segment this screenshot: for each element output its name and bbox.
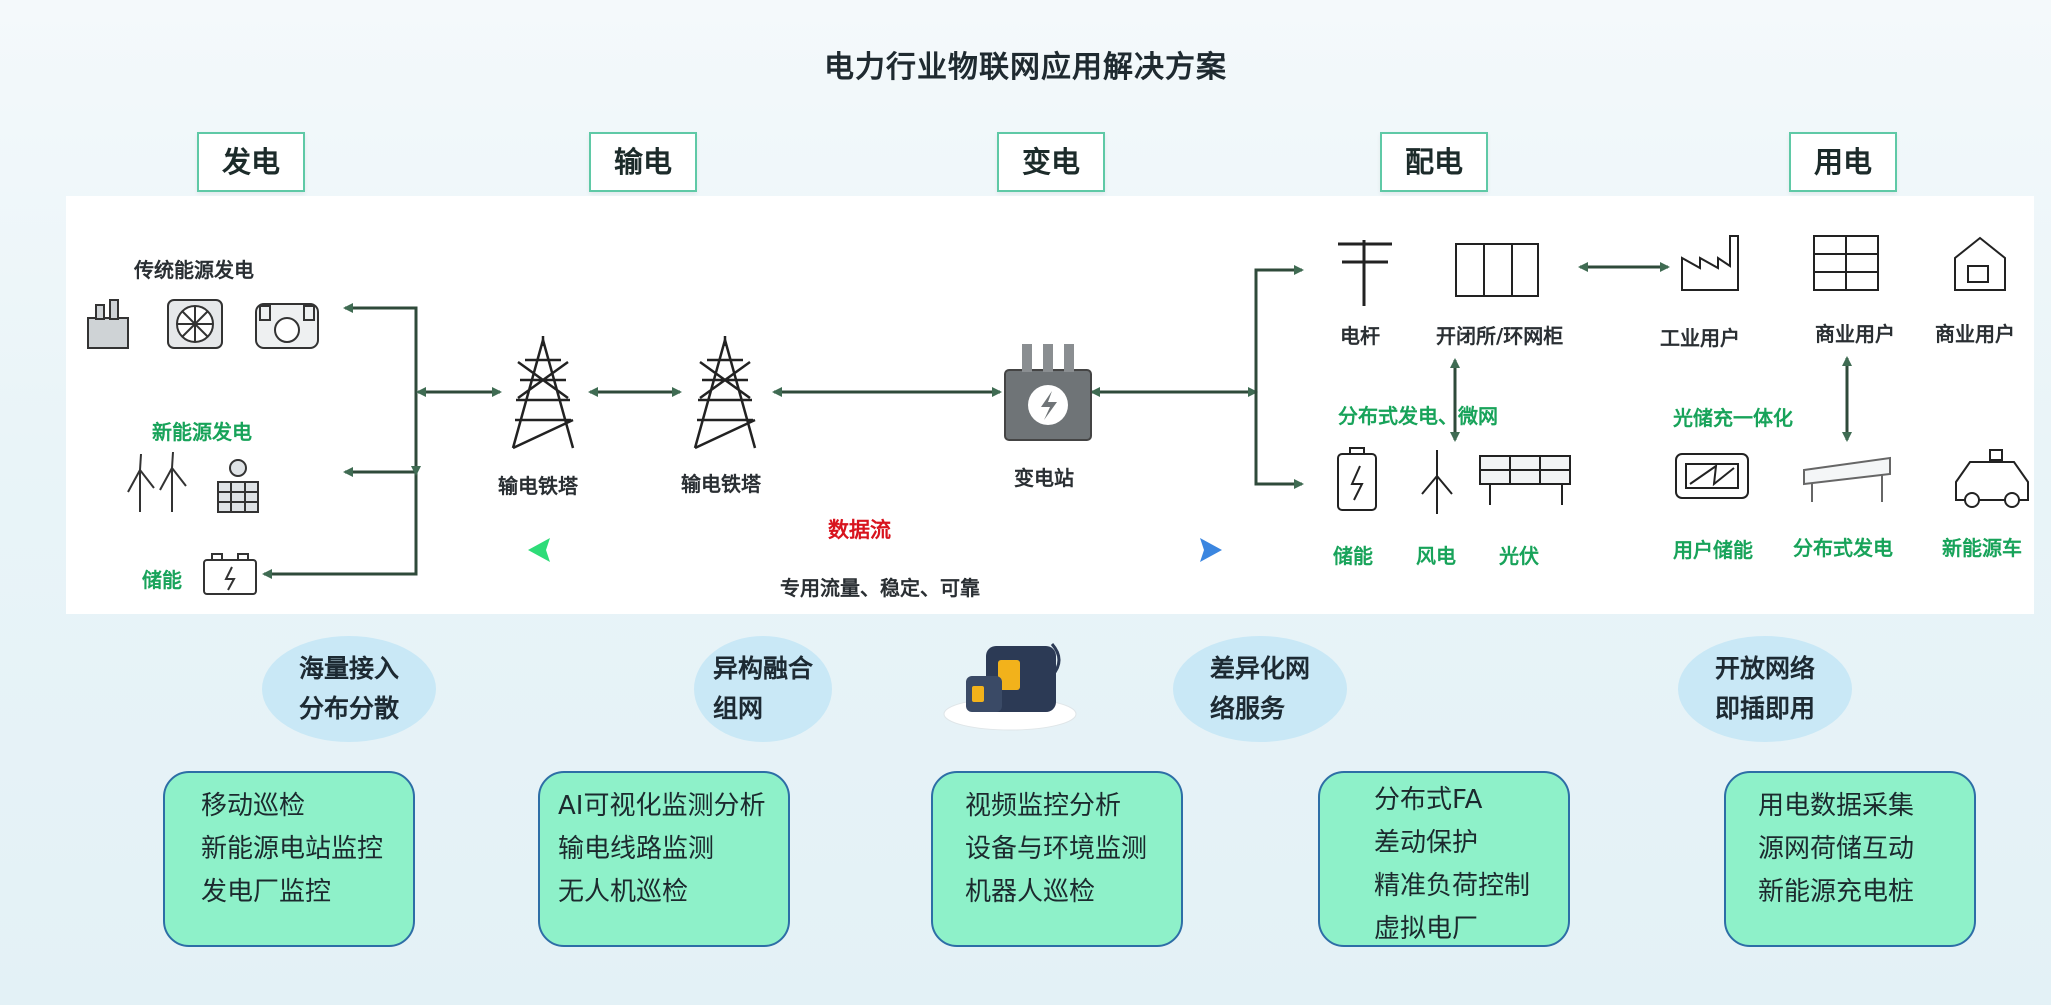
label-generation-storage: 储能: [142, 568, 182, 592]
label-pole: 电杆: [1340, 324, 1380, 348]
list-item: 设备与环境监测: [965, 834, 1148, 864]
sim-card-icon: [943, 643, 1077, 731]
feature-massive-access: 海量接入 分布分散: [262, 636, 436, 742]
data-flow-subtitle: 专用流量、稳定、可靠: [780, 576, 980, 600]
label-user-storage: 用户储能: [1673, 538, 1753, 562]
label-substation: 变电站: [1014, 466, 1074, 490]
stage-consumption: 用电: [1789, 132, 1897, 192]
transmission-tower-icon-2: [693, 336, 757, 450]
list-item: 机器人巡检: [965, 877, 1096, 907]
list-item: 视频监控分析: [965, 791, 1122, 821]
list-item: 差动保护: [1374, 828, 1479, 858]
hydro-plant-icon: [255, 303, 319, 349]
list-item: 虚拟电厂: [1374, 914, 1479, 944]
stage-generation: 发电: [197, 132, 305, 192]
wind-power-icon: [1421, 450, 1453, 514]
label-tower-1: 输电铁塔: [498, 474, 578, 498]
stage-transmission: 输电: [589, 132, 697, 192]
list-item: 发电厂监控: [201, 877, 332, 907]
substation-icon: [1004, 344, 1092, 441]
data-flow-arrow: [528, 538, 1222, 562]
list-item: 用电数据采集: [1758, 791, 1915, 821]
box-transmission-apps: AI可视化监测分析 输电线路监测 无人机巡检: [538, 771, 790, 947]
label-switchgear: 开闭所/环网柜: [1436, 324, 1564, 348]
label-pv: 光伏: [1499, 544, 1539, 568]
ev-car-icon: [1955, 449, 2029, 508]
factory-icon: [1681, 235, 1739, 291]
box-generation-apps: 移动巡检 新能源电站监控 发电厂监控: [163, 771, 415, 947]
feature-heterogeneous-networking: 异构融合 组网: [694, 636, 832, 742]
storage-cabinet-icon: [1337, 447, 1377, 511]
page-title: 电力行业物联网应用解决方案: [824, 50, 1227, 85]
list-item: 移动巡检: [201, 791, 306, 821]
battery-icon: [203, 553, 257, 595]
label-dist-storage: 储能: [1333, 544, 1373, 568]
list-item: 精准负荷控制: [1374, 871, 1531, 901]
label-commercial-user-2: 商业用户: [1935, 322, 2015, 346]
label-tower-2: 输电铁塔: [681, 472, 761, 496]
wind-turbine-icon: [127, 451, 187, 512]
fan-plant-icon: [167, 299, 223, 349]
list-item: 新能源充电桩: [1758, 877, 1915, 907]
label-distributed-generation: 分布式发电: [1793, 536, 1893, 560]
label-industrial-user: 工业用户: [1660, 326, 1740, 350]
feature-open-network: 开放网络 即插即用: [1678, 636, 1852, 742]
list-item: 分布式FA: [1374, 785, 1483, 815]
list-item: 输电线路监测: [558, 834, 715, 864]
list-item: 源网荷储互动: [1758, 834, 1915, 864]
distributed-pv-icon: [1803, 456, 1891, 502]
label-integrated: 光储充一体化: [1673, 406, 1793, 430]
commercial-building-icon-1: [1813, 235, 1879, 291]
stage-substation: 变电: [997, 132, 1105, 192]
list-item: 新能源电站监控: [201, 834, 384, 864]
data-flow-title: 数据流: [828, 518, 891, 542]
thermal-plant-icon: [87, 299, 129, 349]
label-traditional-energy: 传统能源发电: [134, 258, 254, 282]
user-storage-icon: [1675, 453, 1749, 499]
label-new-energy: 新能源发电: [152, 420, 252, 444]
commercial-building-icon-2: [1954, 236, 2006, 291]
transmission-tower-icon-1: [511, 336, 575, 450]
label-ev: 新能源车: [1942, 536, 2022, 560]
label-commercial-user-1: 商业用户: [1815, 322, 1895, 346]
list-item: 无人机巡检: [558, 877, 689, 907]
label-distributed-microgrid: 分布式发电、微网: [1338, 404, 1498, 428]
list-item: AI可视化监测分析: [558, 791, 766, 821]
box-consumption-apps: 用电数据采集 源网荷储互动 新能源充电桩: [1724, 771, 1976, 947]
box-distribution-apps: 分布式FA 差动保护 精准负荷控制 虚拟电厂: [1318, 771, 1570, 947]
generation-connectors: [262, 262, 1852, 579]
pv-array-icon: [1479, 455, 1571, 505]
label-wind: 风电: [1416, 544, 1456, 568]
feature-differentiated-service: 差异化网 络服务: [1173, 636, 1347, 742]
switchgear-icon: [1455, 243, 1539, 297]
stage-distribution: 配电: [1380, 132, 1488, 192]
utility-pole-icon: [1338, 240, 1392, 306]
box-substation-apps: 视频监控分析 设备与环境监测 机器人巡检: [931, 771, 1183, 947]
solar-panel-icon: [217, 459, 259, 513]
